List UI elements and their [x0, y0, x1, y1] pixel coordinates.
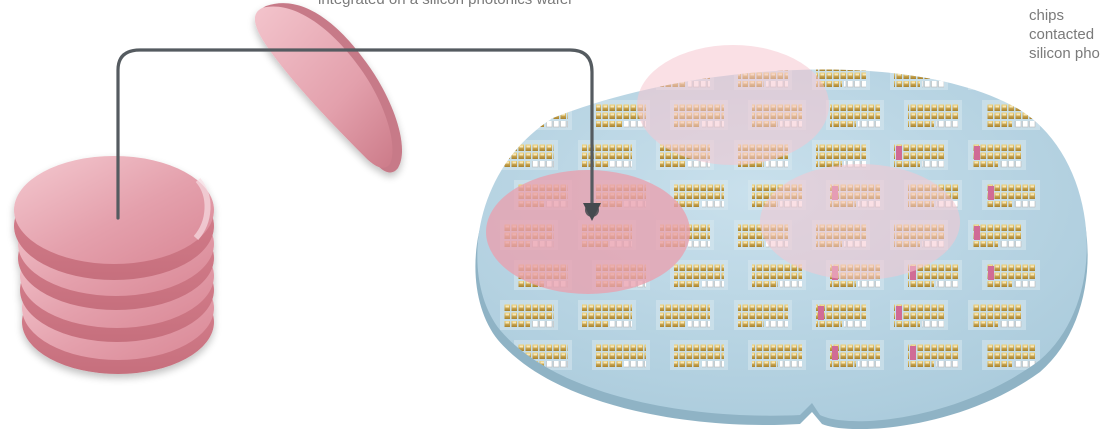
source-wafer-stack [14, 156, 214, 374]
chip-block [812, 300, 870, 330]
chip-block [748, 340, 806, 370]
chip-block [578, 300, 636, 330]
chip-block [968, 220, 1026, 250]
chip-block [500, 300, 558, 330]
chip-block [904, 340, 962, 370]
chip-block [982, 260, 1040, 290]
side-note-line-3: silicon pho [1029, 44, 1100, 63]
chip-block [826, 100, 884, 130]
chip-block [500, 140, 558, 170]
chip-block [968, 300, 1026, 330]
chip-block [982, 180, 1040, 210]
chip-block [500, 60, 558, 90]
chip-block [982, 100, 1040, 130]
target-wafer [475, 45, 1087, 429]
stack-wafer-1 [14, 156, 214, 280]
chip-block [982, 340, 1040, 370]
chip-block [578, 60, 636, 90]
chip-block [670, 340, 728, 370]
top-caption: integrated on a silicon photonics wafer [318, 0, 573, 8]
chip-block [968, 140, 1026, 170]
chip-block [578, 140, 636, 170]
chip-block [670, 260, 728, 290]
chip-block [968, 60, 1026, 90]
chip-block [890, 140, 948, 170]
side-note: chips contacted silicon pho [1029, 6, 1100, 63]
chip-block [592, 340, 650, 370]
chip-block [890, 300, 948, 330]
chip-block [826, 340, 884, 370]
overlay-wafer-top [637, 45, 829, 165]
overlay-wafer-right [760, 164, 960, 280]
side-note-line-2: contacted [1029, 25, 1100, 44]
transfer-wafer [255, 3, 402, 172]
chip-block [514, 100, 572, 130]
chip-block [734, 300, 792, 330]
overlay-wafer-left [486, 170, 690, 294]
chip-block [656, 300, 714, 330]
chip-block [890, 60, 948, 90]
side-note-line-1: chips [1029, 6, 1100, 25]
chip-block [904, 100, 962, 130]
